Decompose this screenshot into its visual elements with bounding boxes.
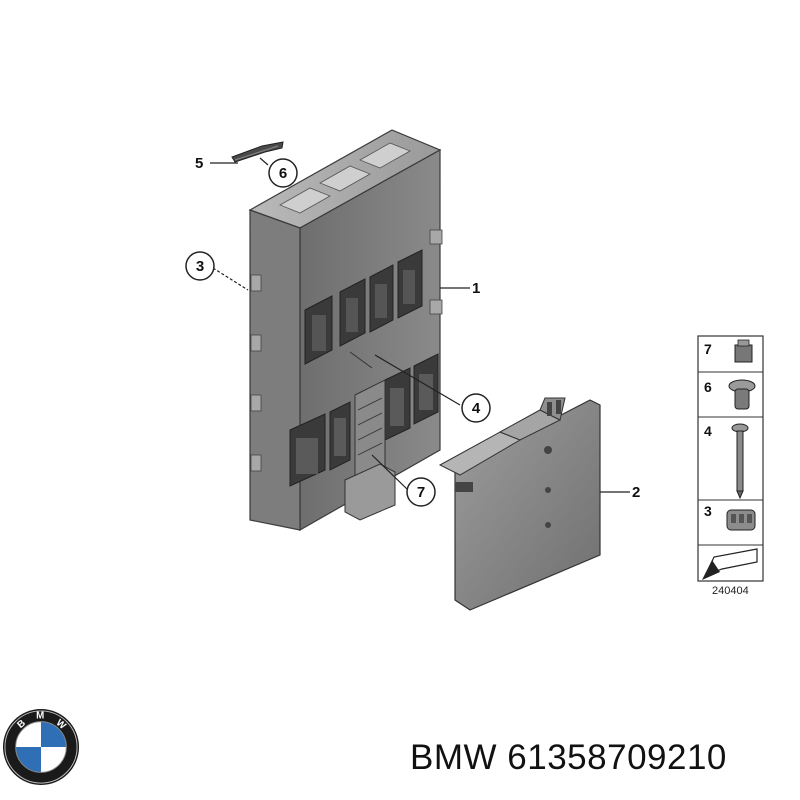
product-caption: BMW 61358709210 bbox=[410, 738, 727, 778]
module-top-ridges bbox=[279, 142, 411, 214]
reference-number: 240404 bbox=[712, 585, 749, 597]
arrow-symbol-icon bbox=[702, 548, 758, 580]
svg-text:7: 7 bbox=[417, 484, 425, 501]
legend-row-7: 7 bbox=[704, 339, 753, 363]
svg-text:7: 7 bbox=[704, 341, 712, 357]
fuse-icon bbox=[734, 339, 753, 363]
control-module bbox=[248, 129, 443, 532]
caption-brand: BMW bbox=[410, 738, 498, 777]
callout-1: 1 bbox=[472, 280, 480, 297]
legend-row-6: 6 bbox=[704, 379, 756, 410]
svg-text:6: 6 bbox=[279, 165, 287, 182]
svg-text:3: 3 bbox=[196, 258, 204, 275]
legend-row-4: 4 bbox=[704, 423, 749, 500]
connector-plug-icon bbox=[726, 509, 756, 531]
svg-text:3: 3 bbox=[704, 503, 712, 519]
socket-pins-upper bbox=[312, 270, 415, 351]
legend-row-3: 3 bbox=[704, 503, 756, 531]
callout-3: 3 bbox=[185, 251, 215, 281]
svg-text:5: 5 bbox=[195, 155, 203, 172]
svg-text:1: 1 bbox=[472, 280, 480, 297]
module-bottom-boss bbox=[344, 463, 396, 521]
fuse-assembly bbox=[231, 141, 284, 163]
svg-text:M: M bbox=[36, 711, 44, 722]
callout-6: 6 bbox=[268, 158, 298, 188]
leader-lines bbox=[210, 157, 630, 493]
bmw-logo: B M W bbox=[2, 708, 80, 786]
parts-legend: 7 6 4 3 bbox=[697, 335, 764, 597]
svg-text:6: 6 bbox=[704, 379, 712, 395]
svg-text:2: 2 bbox=[632, 484, 640, 501]
callout-5: 5 bbox=[195, 155, 203, 172]
svg-text:4: 4 bbox=[472, 400, 481, 417]
caption-part-number: 61358709210 bbox=[507, 738, 727, 777]
mounting-bracket bbox=[438, 397, 601, 611]
clip-nut-icon bbox=[728, 379, 756, 410]
module-side-tabs bbox=[250, 229, 443, 472]
callout-4: 4 bbox=[461, 393, 491, 423]
callout-7: 7 bbox=[406, 477, 436, 507]
svg-text:4: 4 bbox=[704, 423, 712, 439]
screw-icon bbox=[731, 423, 749, 500]
module-front-face bbox=[249, 209, 301, 531]
callout-2: 2 bbox=[632, 484, 640, 501]
